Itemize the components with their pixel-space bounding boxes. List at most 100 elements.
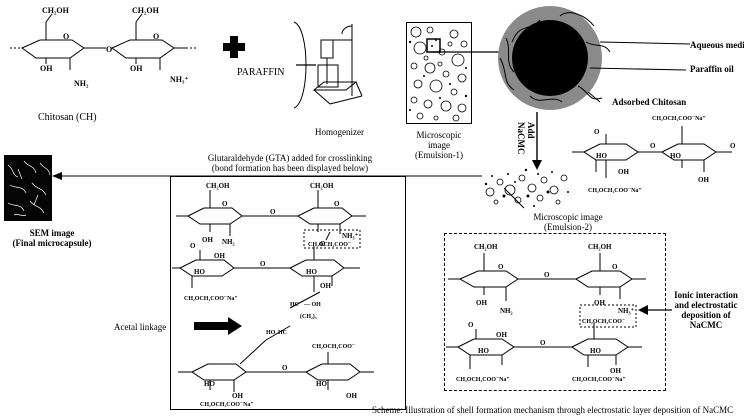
crosslink-box xyxy=(170,176,406,410)
emulsion-1-line-1: Microscopic xyxy=(416,130,462,140)
ion-oh-2: OH xyxy=(594,299,605,307)
ionic-line-3: deposition of xyxy=(681,310,731,320)
cl-ho-4: HO xyxy=(204,380,215,388)
ion-o-link-1: O xyxy=(544,271,550,279)
cl-ho-5: HO xyxy=(316,380,327,388)
cl-cmc-anion-2: CH₂OCH₂COO⁻ xyxy=(312,344,355,350)
cl-oh-2: OH xyxy=(214,252,225,260)
sem-line-1: SEM image xyxy=(29,228,75,238)
gta-line-1: Glutaraldehyde (GTA) added for crosslink… xyxy=(207,153,373,163)
emulsion-2-micrograph xyxy=(484,168,569,207)
adsorbed-label: Adsorbed Chitosan xyxy=(612,97,687,107)
chitosan-oh-2: OH xyxy=(130,64,143,73)
nacmc-ho-1: HO xyxy=(596,152,607,160)
crosslink-structure: CH₂OH CH₂OH O OH NH₂ O O NH₃⁺ CH₂OCH₂COO… xyxy=(172,182,374,408)
cl-ho-1: HO xyxy=(194,268,205,276)
chitosan-o-2: O xyxy=(153,32,159,41)
ion-nh2: NH₂ xyxy=(500,307,513,315)
ion-ho-1: HO xyxy=(478,347,489,355)
nacmc-o-end: O xyxy=(730,142,736,150)
add-nacmc-arrow xyxy=(532,112,542,170)
cl-oh-3: OH xyxy=(320,282,331,290)
sem-label: SEM image (Final microcapsule) xyxy=(2,228,102,248)
acetal-arrow xyxy=(194,317,242,335)
cl-cmc-anion-1: CH₂OCH₂COO⁻ xyxy=(308,242,351,248)
cl-o-link-3: O xyxy=(282,364,288,372)
aqueous-label: Aqueous medium xyxy=(690,40,744,50)
nacmc-oh-1: OH xyxy=(618,168,629,176)
plus-icon xyxy=(223,36,245,58)
cl-oh-link: — OH xyxy=(303,302,321,308)
emulsion-2-line-2: (Emulsion-2) xyxy=(544,222,592,232)
ion-cmc-2: CH₂OCH₂COO⁻Na⁺ xyxy=(572,377,626,383)
ionic-line-1: Ionic interaction xyxy=(674,290,738,300)
ion-oh-4: OH xyxy=(610,367,621,375)
cl-oh-5: OH xyxy=(346,392,357,400)
ionic-arrow xyxy=(638,305,672,315)
chitosan-ch2oh-2: CH₂OH xyxy=(132,6,160,15)
microcapsule-sphere xyxy=(498,6,691,110)
emulsion-1-label: Microscopic image (Emulsion-1) xyxy=(404,130,474,160)
cl-cmc-1: CH₂OCH₂COO⁻Na⁺ xyxy=(184,296,238,302)
nacmc-cmc-2: CH₂OCH₂COO⁻Na⁺ xyxy=(652,116,706,122)
ion-ch2oh-2: CH₂OH xyxy=(588,243,612,251)
cl-ho-2: HO xyxy=(306,268,317,276)
ion-oh-1: OH xyxy=(476,299,487,307)
ionic-line-4: NaCMC xyxy=(689,320,723,330)
chitosan-o-link: O xyxy=(106,45,112,54)
chitosan-structure: CH₂OH CH₂OH O O O OH OH NH₂ NH₃⁺ xyxy=(10,6,198,88)
chitosan-label: Chitosan (CH) xyxy=(38,112,97,123)
chitosan-oh-1: OH xyxy=(40,64,53,73)
gta-line-2: (bond formation has been displayed below… xyxy=(211,163,369,173)
emulsion-1-line-2: image xyxy=(428,140,450,150)
nacmc-o-1: O xyxy=(594,128,600,136)
emulsion-1-line-3: (Emulsion-1) xyxy=(415,150,463,160)
ion-ho-2: HO xyxy=(590,347,601,355)
sem-image xyxy=(4,155,52,221)
ion-o-3: O xyxy=(468,321,474,329)
paraffin-oil-label: Paraffin oil xyxy=(690,64,734,74)
cl-nh3: NH₃⁺ xyxy=(342,232,359,240)
chitosan-o-1: O xyxy=(63,32,69,41)
ionic-structure: CH₂OH CH₂OH O O O OH OH NH₂ NH₃⁺ CH₂OCH₂… xyxy=(446,243,646,383)
cl-cmc-2: CH₂OCH₂COO⁻Na⁺ xyxy=(200,402,254,408)
cl-o-3: O xyxy=(190,242,196,250)
paraffin-label: PARAFFIN xyxy=(237,67,285,78)
ion-o-2: O xyxy=(612,263,618,271)
cl-ho-3: HO xyxy=(266,330,276,336)
ionic-box xyxy=(444,233,666,391)
homogenizer-label: Homogenizer xyxy=(315,127,364,137)
ion-oh-3: OH xyxy=(496,331,507,339)
ion-o-link-2: O xyxy=(540,339,546,347)
cl-ch2oh-2: CH₂OH xyxy=(310,182,334,190)
nacmc-oh-2: OH xyxy=(698,176,709,184)
nacmc-structure: O HO OH CH₂OCH₂COO⁻Na⁺ O CH₂OCH₂COO⁻Na⁺ … xyxy=(572,116,736,194)
homogenizer-icon xyxy=(293,21,363,109)
cl-o-link-1: O xyxy=(270,208,276,216)
emulsion-2-label: Microscopic image (Emulsion-2) xyxy=(523,212,613,232)
cl-nh2: NH₂ xyxy=(222,238,235,246)
gta-label: Glutaraldehyde (GTA) added for crosslink… xyxy=(170,153,410,173)
cl-o-link-2: O xyxy=(260,260,266,268)
cl-oh-1: OH xyxy=(202,236,213,244)
cl-oh-4: OH xyxy=(232,392,243,400)
nacmc-ho-2: HO xyxy=(670,152,681,160)
chitosan-ch2oh-1: CH₂OH xyxy=(42,6,70,15)
emulsion-2-pointer xyxy=(503,187,525,209)
cl-o-1: O xyxy=(222,200,228,208)
chitosan-nh3: NH₃⁺ xyxy=(170,75,189,84)
cl-hc-1: HC xyxy=(290,302,299,308)
cl-ch2oh-1: CH₂OH xyxy=(206,182,230,190)
acetal-label: Acetal linkage xyxy=(114,322,167,332)
chitosan-nh2: NH₂ xyxy=(74,79,89,88)
cl-o-2: O xyxy=(334,200,340,208)
emulsion-2-line-1: Microscopic image xyxy=(533,212,603,222)
ionic-line-2: and electrostatic xyxy=(674,300,738,310)
cl-hc-2: HC xyxy=(278,330,287,336)
ion-cmc-anion: CH₂OCH₂COO⁻ xyxy=(582,319,625,325)
ion-nh3: NH₃⁺ xyxy=(618,307,635,315)
scheme-caption: Scheme: Illustration of shell formation … xyxy=(372,405,734,415)
ion-ch2oh-1: CH₂OH xyxy=(474,243,498,251)
nacmc-cmc-1: CH₂OCH₂COO⁻Na⁺ xyxy=(588,188,642,194)
ion-cmc-1: CH₂OCH₂COO⁻Na⁺ xyxy=(456,377,510,383)
